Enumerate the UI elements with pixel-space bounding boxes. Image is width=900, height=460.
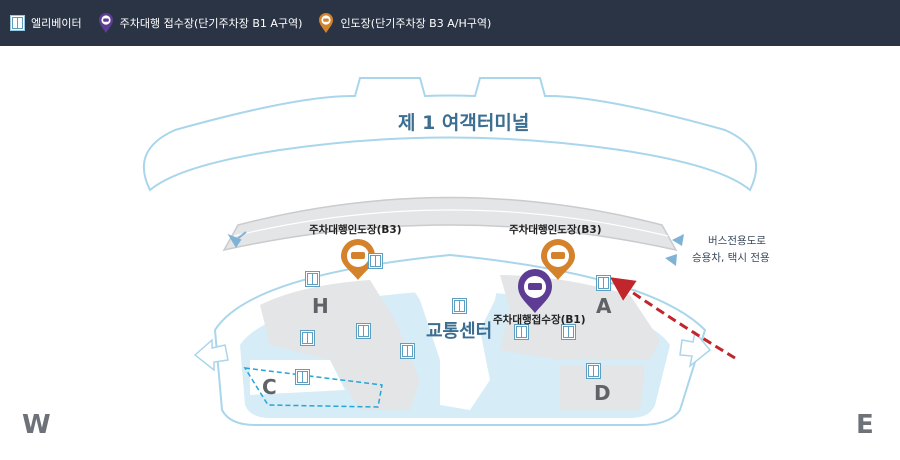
receiving-pin-label: 주차대행접수장(B1): [493, 314, 586, 326]
transport-center-label: 교통센터: [426, 321, 493, 342]
exit-arrow-left: [193, 338, 229, 372]
elevator-icon: [305, 271, 320, 287]
delivery-pin-right-label: 주차대행인도장(B3): [509, 224, 602, 236]
legend-elevator: 엘리베이터: [10, 15, 82, 31]
elevator-icon: [514, 324, 529, 340]
elevator-icon: [295, 369, 310, 385]
elevator-icon: [561, 324, 576, 340]
legend-receiving-label: 주차대행 접수장(단기주차장 B1 A구역): [119, 17, 303, 30]
elevator-icon: [368, 253, 383, 269]
zone-d-label: D: [594, 381, 611, 405]
terminal-building: [142, 77, 758, 192]
bus-lane-line1: 버스전용도로: [708, 235, 766, 247]
arrow-in-bus-2: [665, 254, 677, 266]
zone-c-outline: [243, 367, 383, 408]
elevator-icon: [586, 363, 601, 379]
elevator-icon: [300, 330, 315, 346]
compass-east: E: [856, 410, 874, 440]
bus-lane-note: 버스전용도로 승용차, 택시 전용: [692, 233, 770, 267]
map-graphics: [142, 77, 758, 426]
legend-receiving: 주차대행 접수장(단기주차장 B1 A구역): [98, 12, 303, 34]
bus-lane-line2: 승용차, 택시 전용: [692, 252, 770, 264]
zone-h-label: H: [312, 294, 329, 318]
arrow-in-bus-1: [672, 234, 684, 246]
receiving-pin[interactable]: [518, 269, 552, 313]
car-pin-purple-icon: [98, 13, 113, 33]
curb-road: [222, 196, 678, 252]
block-center: [400, 266, 500, 410]
elevator-icon: [10, 15, 25, 31]
terminal-map: 제 1 여객터미널 교통센터 주차대행인도장(B3) 주차대행인도장(B3) 주…: [0, 46, 900, 460]
delivery-pin-left[interactable]: [341, 239, 375, 280]
elevator-icon: [400, 343, 415, 359]
elevator-icon: [356, 323, 371, 339]
block-d: [560, 365, 645, 410]
compass-west: W: [22, 410, 51, 440]
delivery-pin-left-label: 주차대행인도장(B3): [309, 224, 402, 236]
terminal-title: 제 1 여객터미널: [398, 112, 530, 134]
legend-elevator-label: 엘리베이터: [31, 17, 82, 30]
block-h: [260, 280, 420, 410]
zone-a-label: A: [596, 294, 612, 318]
zone-c-label: C: [262, 375, 277, 399]
legend-delivery-label: 인도장(단기주차장 B3 A/H구역): [340, 17, 492, 30]
arrow-down-left: [227, 231, 247, 248]
car-pin-orange-icon: [319, 13, 334, 33]
elevator-icon: [596, 275, 611, 291]
legend-bar: 엘리베이터 주차대행 접수장(단기주차장 B1 A구역) 인도장(단기주차장 B…: [0, 0, 900, 46]
entry-route: [610, 277, 736, 360]
legend-delivery: 인도장(단기주차장 B3 A/H구역): [318, 12, 491, 34]
elevator-icon: [452, 298, 467, 314]
delivery-pin-right[interactable]: [541, 239, 575, 280]
